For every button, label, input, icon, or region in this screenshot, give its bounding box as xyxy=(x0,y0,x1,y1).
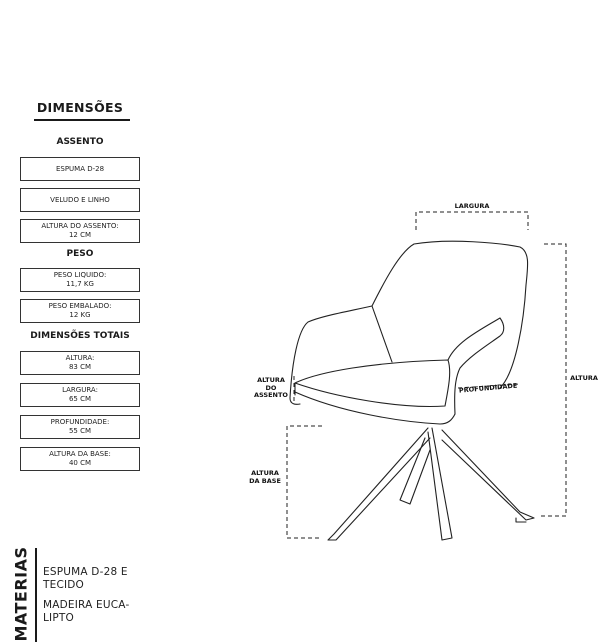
material-2: MADEIRA EUCA- LIPTO xyxy=(43,599,153,625)
dim-line-altura-base xyxy=(286,425,322,539)
spec-altura-base-value: 40 CM xyxy=(68,459,92,467)
chair-backrest xyxy=(371,240,529,389)
dim-line-altura xyxy=(538,243,567,517)
spec-profundidade-label: PROFUNDIDADE: xyxy=(50,418,110,426)
material-1: ESPUMA D-28 E TECIDO xyxy=(43,566,153,592)
spec-tecido: VELUDO E LINHO xyxy=(20,188,140,212)
label-altura-da-base: ALTURA DA BASE xyxy=(246,469,284,485)
dim-line-profundidade xyxy=(457,383,521,389)
chair-leg-left xyxy=(327,427,431,541)
material-2-line-2: LIPTO xyxy=(43,612,74,624)
section-dimensoes-totais: DIMENSÕES TOTAIS xyxy=(30,331,130,341)
spec-altura: ALTURA: 83 CM xyxy=(20,351,140,375)
materias-divider xyxy=(35,548,37,642)
dim-line-largura xyxy=(415,211,529,230)
label-altura-da-base-1: ALTURA xyxy=(251,469,279,477)
spec-profundidade-value: 55 CM xyxy=(68,427,92,435)
spec-peso-liquido-label: PESO LIQUIDO: xyxy=(53,271,107,279)
chair-seat xyxy=(294,359,451,407)
spec-peso-embalado-value: 12 KG xyxy=(69,311,91,319)
spec-tecido-text: VELUDO E LINHO xyxy=(50,195,110,204)
section-assento: ASSENTO xyxy=(56,137,104,147)
spec-largura: LARGURA: 65 CM xyxy=(20,383,140,407)
spec-peso-liquido: PESO LIQUIDO: 11,7 KG xyxy=(20,268,140,292)
chair-leg-front xyxy=(427,427,453,541)
label-largura: LARGURA xyxy=(454,202,490,210)
spec-altura-assento: ALTURA DO ASSENTO: 12 CM xyxy=(20,219,140,243)
material-2-line-1: MADEIRA EUCA- xyxy=(43,599,130,611)
section-peso: PESO xyxy=(66,249,94,259)
spec-altura-base-label: ALTURA DA BASE: xyxy=(49,450,111,458)
spec-altura-label: ALTURA: xyxy=(65,354,95,362)
spec-profundidade: PROFUNDIDADE: 55 CM xyxy=(20,415,140,439)
spec-espuma-text: ESPUMA D-28 xyxy=(55,164,105,173)
chair-leg-right xyxy=(441,429,535,521)
chair-left-arm xyxy=(289,305,373,405)
label-altura-do-assento-3: ASSENTO xyxy=(254,391,288,399)
spec-altura-base: ALTURA DA BASE: 40 CM xyxy=(20,447,140,471)
material-1-line-1: ESPUMA D-28 E xyxy=(43,566,128,578)
spec-altura-value: 83 CM xyxy=(68,363,92,371)
label-altura-da-base-2: DA BASE xyxy=(249,476,281,485)
label-altura: ALTURA xyxy=(570,374,598,382)
chair-right-arm xyxy=(447,317,505,415)
spec-peso-embalado: PESO EMBALADO: 12 KG xyxy=(20,299,140,323)
spec-espuma: ESPUMA D-28 xyxy=(20,157,140,181)
chair-leg-back xyxy=(399,437,431,505)
spec-peso-liquido-value: 11,7 KG xyxy=(66,280,94,288)
label-altura-do-assento-2: DO xyxy=(265,383,277,392)
spec-altura-assento-value: 12 CM xyxy=(68,231,92,239)
material-1-line-2: TECIDO xyxy=(43,579,85,591)
title-underline xyxy=(34,119,130,121)
spec-largura-label: LARGURA: xyxy=(62,386,98,394)
page-title: DIMENSÕES xyxy=(36,100,124,115)
chair-seat-underside xyxy=(294,391,456,425)
spec-peso-embalado-label: PESO EMBALADO: xyxy=(48,302,112,310)
spec-largura-value: 65 CM xyxy=(68,395,92,403)
chair-back-seam xyxy=(371,305,393,363)
spec-altura-assento-label: ALTURA DO ASSENTO: xyxy=(41,222,119,230)
label-altura-do-assento: ALTURA DO ASSENTO xyxy=(250,376,292,400)
label-altura-do-assento-1: ALTURA xyxy=(257,376,285,384)
